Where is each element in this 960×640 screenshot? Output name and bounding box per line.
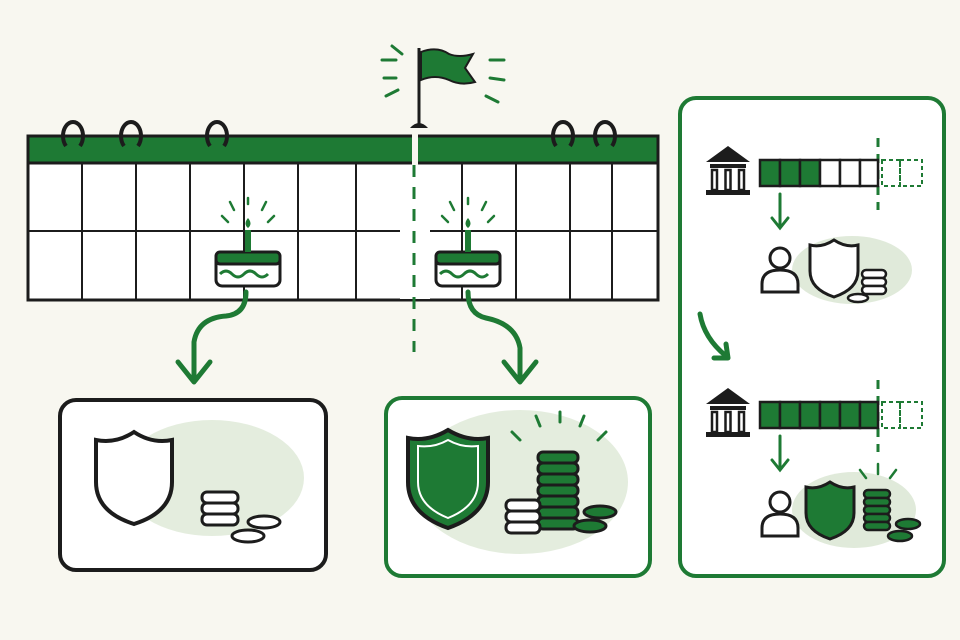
progress-bar [758, 400, 880, 430]
coins-icon [858, 462, 922, 543]
coins-icon [846, 268, 888, 304]
shield-icon [804, 480, 856, 541]
arrow-icon [697, 311, 731, 361]
progress-bar [758, 158, 880, 188]
pending-segments [881, 159, 923, 187]
pending-segments [881, 401, 923, 429]
flag-icon [380, 44, 506, 128]
binder-rings [61, 120, 617, 148]
outcome-card-before [58, 398, 328, 572]
coins-icon [504, 410, 618, 535]
arrow-icon [465, 289, 539, 385]
shield-icon [94, 429, 174, 527]
shield-icon [808, 238, 860, 299]
binder-ring [61, 120, 85, 148]
arrow-down-icon [770, 192, 790, 231]
arrow-down-icon [770, 434, 790, 473]
binder-ring [593, 120, 617, 148]
outcome-card-after [384, 396, 652, 578]
calendar [26, 120, 660, 352]
arrow-icon [175, 289, 249, 385]
binder-ring [551, 120, 575, 148]
binder-ring [205, 120, 229, 148]
vesting-row-full [704, 386, 923, 548]
shield-icon [406, 427, 490, 531]
vesting-row-partial [704, 144, 923, 304]
vesting-panel [678, 96, 946, 578]
coins-icon [200, 490, 282, 544]
binder-ring [119, 120, 143, 148]
